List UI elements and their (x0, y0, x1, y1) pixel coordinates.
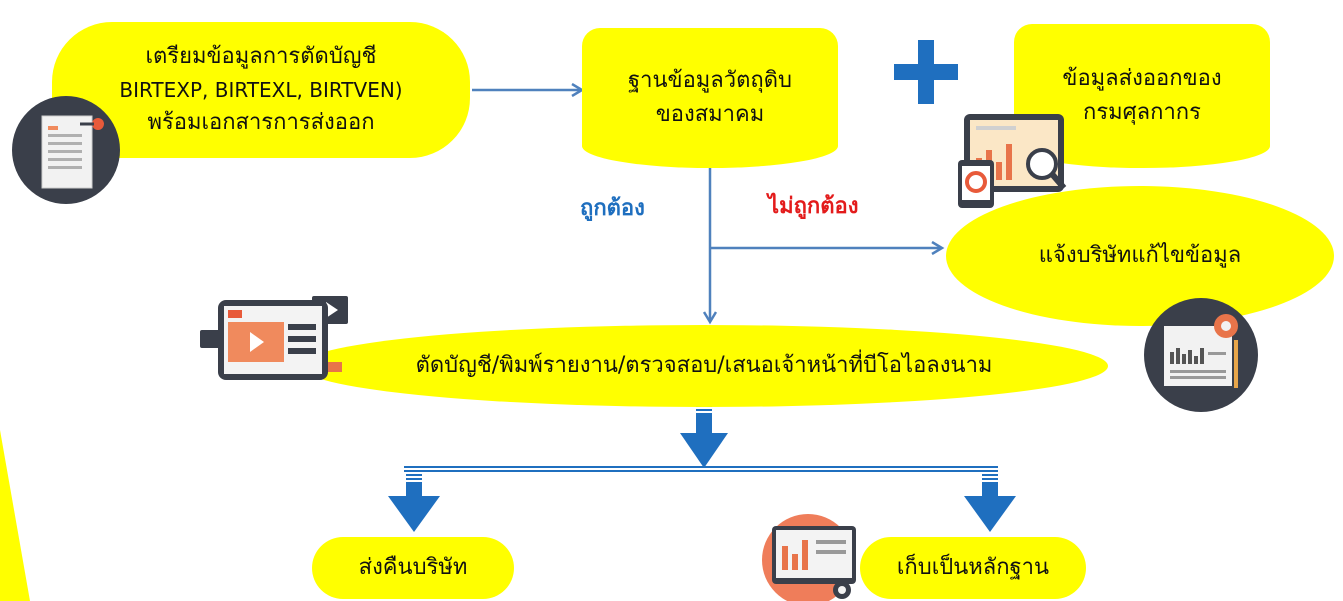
node-customs-line-1: ข้อมูลส่งออกของ (1062, 65, 1222, 91)
label-correct: ถูกต้อง (580, 196, 645, 221)
block-arrow-down-left (388, 474, 440, 532)
node-process: ตัดบัญชี/พิมพ์รายงาน/ตรวจสอบ/เสนอเจ้าหน้… (300, 325, 1108, 407)
node-customs-line-2: กรมศุลกากร (1083, 100, 1201, 125)
document-icon (12, 96, 120, 204)
label-incorrect: ไม่ถูกต้อง (768, 194, 859, 219)
yellow-accent-shape (0, 430, 30, 601)
computer-settings-icon (762, 514, 856, 601)
split-bar (404, 466, 998, 472)
node-database: ฐานข้อมูลวัตถุดิบ ของสมาคม (582, 28, 838, 168)
block-arrow-down-right (964, 474, 1016, 532)
node-notify-label: แจ้งบริษัทแก้ไขข้อมูล (1038, 242, 1242, 268)
node-notify-company: แจ้งบริษัทแก้ไขข้อมูล (946, 186, 1334, 326)
node-prepare-line-3: พร้อมเอกสารการส่งออก (147, 109, 375, 135)
node-prepare-line-2: BIRTEXP, BIRTEXL, BIRTVEN) (119, 77, 403, 102)
node-process-label: ตัดบัญชี/พิมพ์รายงาน/ตรวจสอบ/เสนอเจ้าหน้… (415, 352, 993, 378)
node-database-line-1: ฐานข้อมูลวัตถุดิบ (628, 67, 792, 93)
analytics-dashboard-icon (958, 114, 1067, 208)
block-arrow-down-main (680, 405, 728, 468)
node-return-company: ส่งคืนบริษัท (312, 537, 514, 599)
video-player-icon (200, 296, 348, 380)
node-prepare-data: เตรียมข้อมูลการตัดบัญชี BIRTEXP, BIRTEXL… (52, 22, 470, 158)
node-prepare-line-1: เตรียมข้อมูลการตัดบัญชี (145, 44, 377, 70)
node-database-line-2: ของสมาคม (655, 102, 765, 127)
node-archive-evidence: เก็บเป็นหลักฐาน (860, 537, 1086, 599)
node-archive-label: เก็บเป็นหลักฐาน (896, 554, 1050, 580)
newspaper-report-icon (1144, 298, 1258, 412)
plus-icon (894, 40, 958, 104)
node-return-label: ส่งคืนบริษัท (358, 554, 468, 580)
